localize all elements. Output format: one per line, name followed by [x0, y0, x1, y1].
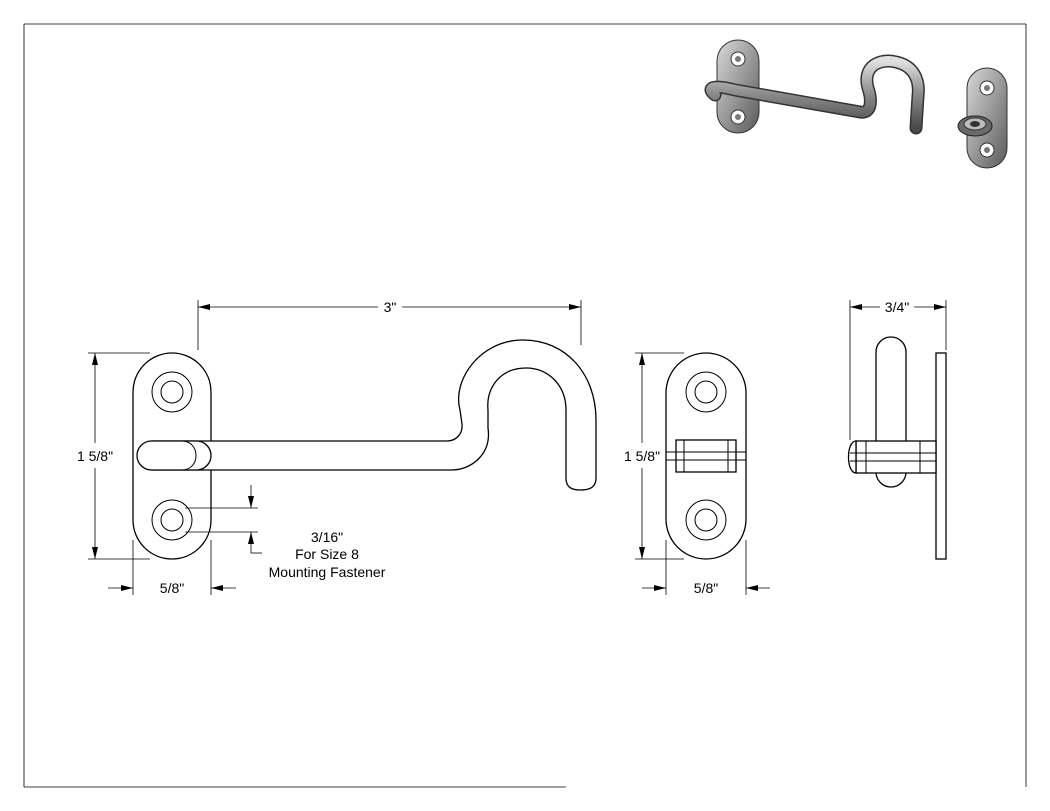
render-3d-hook-assembly — [704, 39, 1008, 169]
dim-plate-width-left: 5/8" — [108, 540, 236, 596]
dim-hook-length-label: 3" — [384, 299, 397, 315]
side-view-assembly — [847, 336, 947, 560]
dim-plate-width-left-label: 5/8" — [160, 580, 184, 596]
front-view-hook — [132, 339, 597, 560]
dim-plate-width-right: 5/8" — [642, 540, 770, 596]
dim-plate-height-right-label: 1 5/8" — [624, 448, 660, 464]
drawing-border — [23, 23, 1027, 788]
dim-hole-size: 3/16" For Size 8 Mounting Fastener — [185, 485, 386, 580]
dim-hook-length: 3" — [197, 299, 582, 350]
front-view-eye-plate — [665, 352, 747, 560]
dim-side-depth: 3/4" — [849, 299, 947, 440]
dim-plate-height-right: 1 5/8" — [624, 352, 684, 560]
dim-hole-size-label: 3/16" — [311, 529, 343, 545]
dim-plate-width-right-label: 5/8" — [694, 580, 718, 596]
dim-side-depth-label: 3/4" — [885, 299, 909, 315]
dim-plate-height-left: 1 5/8" — [77, 352, 150, 560]
fastener-note-line1: For Size 8 — [295, 546, 359, 562]
dim-plate-height-left-label: 1 5/8" — [77, 448, 113, 464]
fastener-note-line2: Mounting Fastener — [269, 564, 386, 580]
